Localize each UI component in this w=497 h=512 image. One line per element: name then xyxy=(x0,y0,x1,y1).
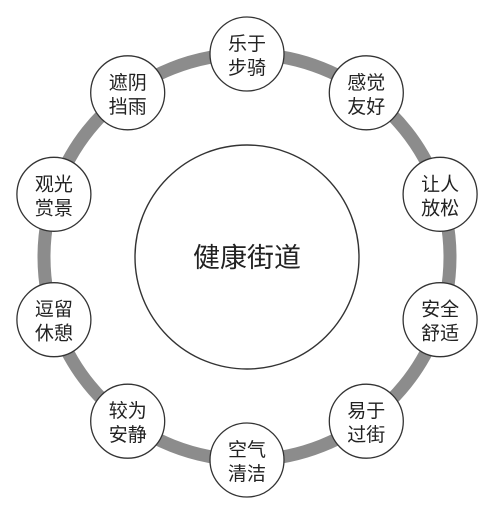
node-circle xyxy=(328,383,404,459)
node-label-line: 较为 xyxy=(109,400,147,422)
node-label-line: 易于 xyxy=(347,400,385,422)
node-label-line: 乐于 xyxy=(228,33,266,55)
node-label-line: 步骑 xyxy=(228,57,266,79)
center-circle xyxy=(134,144,360,370)
node-circle xyxy=(209,16,285,92)
node-circle xyxy=(90,383,166,459)
node-label-line: 遮阴 xyxy=(109,72,147,94)
node-circle xyxy=(209,422,285,498)
node-circle xyxy=(16,282,92,358)
node-circle xyxy=(90,55,166,131)
node-label-line: 让人 xyxy=(421,173,459,195)
node-label-line: 挡雨 xyxy=(109,96,147,118)
node-label-line: 逗留 xyxy=(35,299,73,321)
node-label-line: 感觉 xyxy=(347,72,385,94)
node-circle xyxy=(328,55,404,131)
node-circle xyxy=(402,282,478,358)
center-label: 健康街道 xyxy=(193,243,301,274)
node-label-line: 赏景 xyxy=(35,197,73,219)
node-label-line: 过街 xyxy=(347,424,385,446)
node-label-line: 舒适 xyxy=(421,323,459,345)
node-label-line: 友好 xyxy=(347,96,385,118)
node-label-line: 空气 xyxy=(228,439,266,461)
node-label-line: 安静 xyxy=(109,424,147,446)
node-label-line: 观光 xyxy=(35,173,73,195)
node-label-line: 安全 xyxy=(421,299,459,321)
node-label-line: 放松 xyxy=(421,197,459,219)
node-circle xyxy=(16,156,92,232)
node-label-line: 清洁 xyxy=(228,463,266,485)
node-label-line: 休憩 xyxy=(35,323,73,345)
node-circle xyxy=(402,156,478,232)
